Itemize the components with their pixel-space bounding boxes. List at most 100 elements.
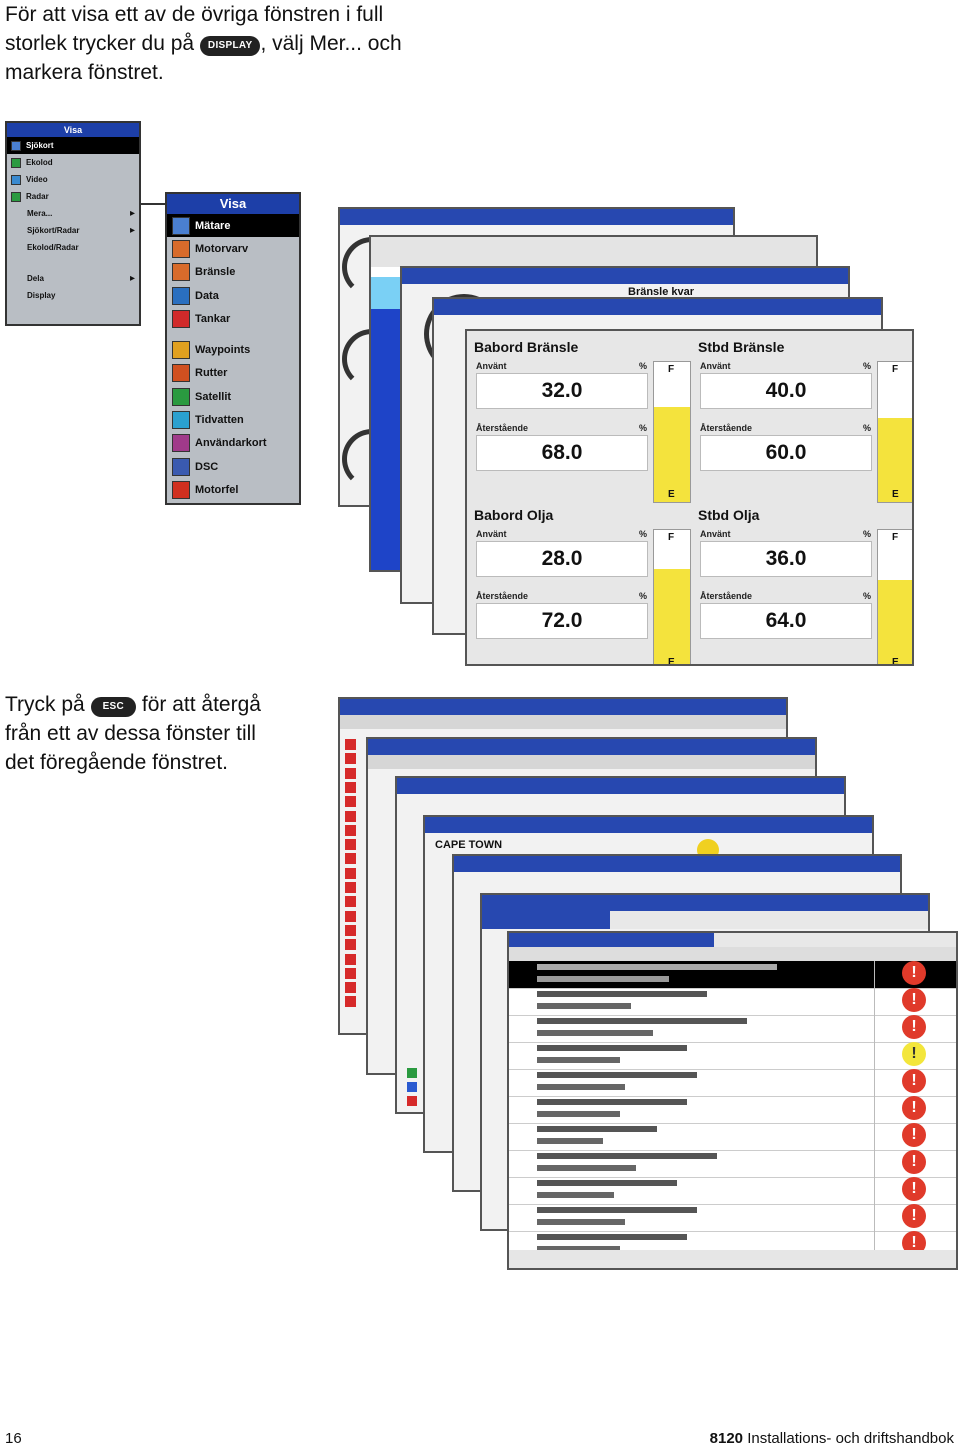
alarm-text-line (537, 1072, 697, 1078)
alarm-row[interactable]: ! (509, 1123, 956, 1151)
waypoint-delete-icon[interactable] (345, 996, 356, 1008)
tank-pct-label: % (863, 529, 872, 539)
visa-item-icon (172, 216, 190, 235)
visa-item[interactable]: Motorvarv (167, 237, 299, 260)
tank-remaining-label: Återstående (700, 423, 753, 433)
visa-item[interactable]: Motorfel (167, 478, 299, 501)
visa-item[interactable]: Tidvatten (167, 408, 299, 431)
alarm-text-line (537, 1030, 653, 1036)
visa-item-label: DSC (195, 460, 219, 473)
waypoint-delete-icon[interactable] (345, 882, 356, 893)
visa-small-item[interactable]: Ekolod (7, 154, 139, 171)
alarm-text-line (537, 1138, 603, 1144)
visa-item[interactable]: DSC (167, 455, 299, 478)
alarm-text-line (537, 1219, 625, 1225)
visa-item-icon (172, 341, 190, 360)
waypoint-delete-icon[interactable] (345, 739, 356, 750)
visa-small-item-label: Mera... (27, 209, 53, 218)
waypoint-delete-icon[interactable] (345, 967, 356, 979)
alarm-text-line (537, 1018, 747, 1024)
visa-item-label: Waypoints (195, 344, 251, 357)
intro-line-1: För att visa ett av de övriga fönstren i… (5, 3, 384, 26)
tank-name: Stbd Bränsle (698, 339, 785, 355)
waypoint-delete-icon[interactable] (345, 753, 356, 765)
tank-pct-label: % (639, 591, 648, 601)
alarm-row[interactable]: ! (509, 988, 956, 1016)
intro-paragraph: För att visa ett av de övriga fönstren i… (5, 0, 402, 87)
waypoint-delete-icon[interactable] (345, 910, 356, 922)
visa-small-item[interactable]: Sjökort/Radar▸ (7, 222, 139, 239)
visa-small-item[interactable]: Sjökort (7, 137, 139, 154)
visa-item-label: Data (195, 289, 219, 302)
fault-title-bar (509, 933, 714, 947)
visa-item[interactable]: Användarkort (167, 432, 299, 455)
waypoint-delete-icon[interactable] (345, 824, 356, 836)
visa-small-item[interactable]: Mera...▸ (7, 205, 139, 222)
visa-item-icon (172, 411, 190, 430)
submenu-arrow-icon: ▸ (129, 273, 135, 284)
alarm-row[interactable]: ! (509, 961, 956, 989)
tide-screen-title (425, 817, 872, 833)
tank-pct-label: % (639, 529, 648, 539)
blue-panel (371, 277, 401, 570)
fault-col-header (509, 947, 956, 961)
visa-small-item[interactable]: Video (7, 171, 139, 188)
alarm-warning-icon: ! (902, 1150, 926, 1174)
fuel-tab: Bränsle kvar (628, 286, 695, 298)
tank-empty-label: E (892, 657, 899, 666)
alarm-row[interactable]: ! (509, 1069, 956, 1097)
visa-item[interactable]: Data (167, 284, 299, 307)
esc-line-1: Tryck på ESC för att återgå (5, 693, 261, 717)
tank-pct-label: % (863, 423, 872, 433)
visa-item[interactable]: Mätare (167, 214, 299, 238)
waypoint-delete-icon[interactable] (345, 767, 356, 779)
alarm-text-line (537, 1246, 620, 1252)
alarm-row[interactable]: ! (509, 1096, 956, 1124)
alarm-row[interactable]: ! (509, 1042, 956, 1070)
tank-used-value: 28.0 (476, 541, 648, 577)
waypoint-delete-icon[interactable] (345, 953, 356, 965)
waypoint-delete-icon[interactable] (345, 839, 356, 851)
tank-pct-label: % (863, 591, 872, 601)
visa-item[interactable]: Tankar (167, 307, 299, 330)
tank-level-fill (878, 580, 912, 664)
visa-small-item[interactable]: Ekolod/Radar (7, 239, 139, 256)
visa-small-item-label: Sjökort (26, 141, 54, 150)
visa-item[interactable]: Satellit (167, 385, 299, 408)
waypoint-delete-icon[interactable] (345, 896, 356, 908)
engine-data-screen-title (434, 299, 881, 315)
visa-item-label: Tidvatten (195, 414, 244, 427)
sat-dot-blue (407, 1082, 417, 1092)
waypoint-delete-icon[interactable] (345, 796, 356, 808)
intro-line-2: storlek trycker du på DISPLAY, välj Mer.… (5, 32, 402, 56)
tank-level-fill (878, 418, 912, 502)
tank-used-label: Använt (476, 529, 507, 539)
intro-line-3: markera fönstret. (5, 61, 164, 84)
visa-item[interactable]: Bränsle (167, 261, 299, 284)
light-blue-band (371, 277, 401, 309)
waypoint-delete-icon[interactable] (345, 867, 356, 879)
visa-item[interactable]: Rutter (167, 362, 299, 385)
visa-item[interactable]: Waypoints (167, 338, 299, 361)
esc-line-3: det föregående fönstret. (5, 751, 228, 774)
waypoint-delete-icon[interactable] (345, 810, 356, 822)
alarm-row[interactable]: ! (509, 1204, 956, 1232)
waypoint-delete-icon[interactable] (345, 781, 356, 793)
alarm-row[interactable]: ! (509, 1177, 956, 1205)
waypoint-delete-icon[interactable] (345, 853, 356, 865)
visa-small-item[interactable]: Dela ▸ (7, 270, 139, 287)
tank-empty-label: E (668, 489, 675, 500)
waypoint-delete-icon[interactable] (345, 982, 356, 994)
visa-small-item-label: Dela (27, 274, 44, 283)
alarm-row[interactable]: ! (509, 1015, 956, 1043)
tank-full-label: F (892, 364, 899, 375)
waypoint-delete-icon[interactable] (345, 924, 356, 936)
alarm-row[interactable]: ! (509, 1150, 956, 1178)
waypoint-delete-icon[interactable] (345, 939, 356, 951)
visa-small-item[interactable]: Display (7, 287, 139, 304)
visa-small-item-label: Ekolod (26, 158, 53, 167)
visa-small-item[interactable]: Radar (7, 188, 139, 205)
